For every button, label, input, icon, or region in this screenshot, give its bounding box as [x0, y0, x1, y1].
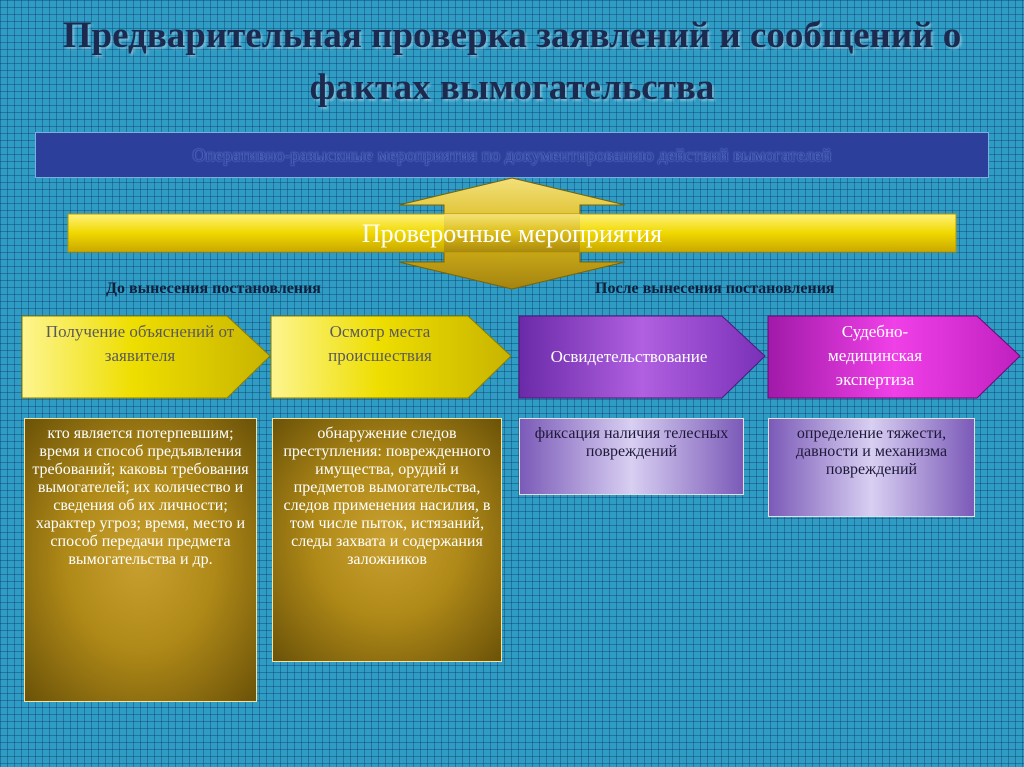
step-label-2: Осмотр места происшествия: [328, 322, 432, 365]
step-chevron-3: [518, 315, 766, 399]
detail-box-3: фиксация наличия телесных повреждений: [519, 418, 744, 495]
step-chevron-2: [270, 315, 512, 399]
detail-box-4: определение тяжести, давности и механизм…: [768, 418, 975, 517]
step-chevron-4: [767, 315, 1021, 399]
step-chevron-1: [21, 315, 271, 399]
phase-before-label: До вынесения постановления: [106, 280, 321, 297]
detail-box-1: кто является потерпевшим; время и способ…: [24, 418, 257, 702]
detail-box-2: обнаружение следов преступления: поврежд…: [272, 418, 502, 662]
double-arrow-center: [444, 214, 580, 252]
step-label-1: Получение объяснений от заявителя: [45, 322, 235, 365]
ops-bar-label: Оперативно-разыскные мероприятия по доку…: [192, 145, 832, 165]
page-title: Предварительная проверка заявлений и соо…: [62, 15, 962, 108]
phase-after-label: После вынесения постановления: [595, 280, 835, 297]
step-label-3: Освидетельствование: [550, 347, 708, 366]
step-label-4: Судебно-медицинская экспертиза: [827, 322, 923, 389]
checks-label: Проверочные мероприятия: [361, 219, 663, 248]
